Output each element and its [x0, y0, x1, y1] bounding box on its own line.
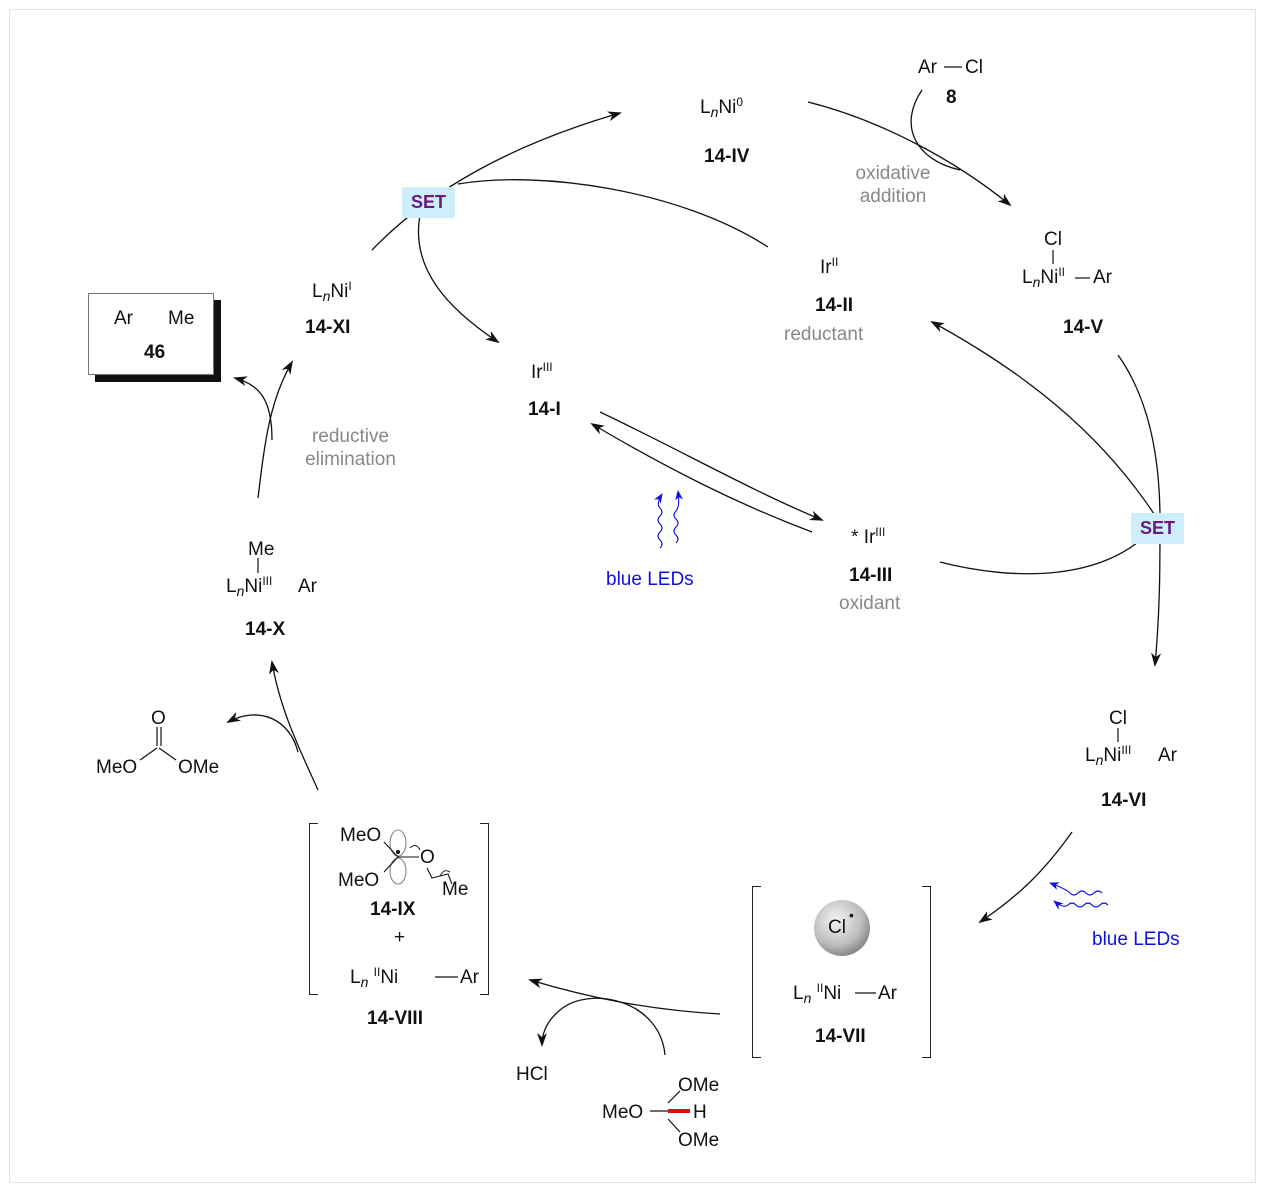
light-label-1: blue LEDs: [606, 569, 694, 590]
bond-carbonate-right: [158, 747, 177, 761]
light-label-2: blue LEDs: [1092, 929, 1180, 950]
bracket-left-vii: [752, 886, 761, 1058]
arrow-arcl-in: [910, 89, 961, 171]
chlorine-radical-sphere: [814, 900, 870, 956]
id-14-I: 14-I: [528, 399, 561, 420]
light-wave-2: [673, 490, 684, 544]
id-14-VI: 14-VI: [1101, 790, 1147, 811]
arrow-radical-to-niII: [528, 978, 721, 1015]
species-niIII-cl: LnNiIII: [1085, 743, 1132, 768]
carbonate-ome: OMe: [178, 757, 220, 778]
bond-c-meo2: [383, 856, 399, 873]
species-niII-ar: Ln IINi: [350, 965, 399, 990]
id-8: 8: [946, 87, 957, 108]
hat-arrow-1: [409, 845, 421, 851]
ix-o: O: [420, 847, 435, 868]
species-vii: Ln IINi: [793, 981, 842, 1006]
light-wave-1: [653, 493, 663, 549]
carbonate-o: O: [151, 708, 166, 729]
orthoformate-meo: MeO: [602, 1102, 644, 1123]
role-reductant: reductant: [784, 324, 864, 345]
species-irII: IrII: [820, 255, 839, 278]
vii-ar: Ar: [878, 983, 897, 1004]
hat-arrow-2: [439, 870, 451, 877]
radical-dot: [396, 850, 400, 854]
species-irIII: IrIII: [531, 360, 553, 383]
viii-ar: Ar: [460, 967, 479, 988]
chlorine-radical-label: Cl: [828, 917, 846, 938]
arrow-irIIIstar-set: [939, 519, 1161, 575]
bond-carbonate-left: [139, 747, 158, 761]
orthoformate-ome-bottom: OMe: [678, 1130, 720, 1151]
orthoformate-ome-top: OMe: [678, 1075, 720, 1096]
species-x-me: Me: [248, 539, 275, 560]
arrow-niIIIme-to-niI: [257, 360, 294, 499]
bracket-right-ix: [480, 823, 489, 995]
set-label-left: SET: [402, 187, 456, 218]
figure-frame: [9, 9, 1256, 1183]
product-box: [88, 293, 214, 375]
product-ar: Ar: [114, 308, 133, 329]
id-14-II: 14-II: [815, 295, 854, 316]
arrow-ni0-to-niII: [807, 101, 1012, 207]
arrow-niI-to-ni0: [371, 111, 622, 251]
p-orbital-bottom: [389, 857, 407, 885]
species-irIII-star: * IrIII: [851, 525, 886, 548]
arrow-set-to-irII: [930, 321, 1159, 521]
species-niI: LnNiI: [312, 279, 352, 304]
arrow-niIII-to-radical: [978, 831, 1073, 924]
bracket-left-ix: [309, 823, 318, 995]
role-oxidant: oxidant: [839, 593, 901, 614]
bond-of-bottom: [667, 1118, 681, 1133]
arrow-niII-to-niIIIme: [269, 660, 319, 791]
set-label-right: SET: [1131, 513, 1185, 544]
species-ni0: LnNi0: [700, 95, 744, 120]
reagent-ar: Ar: [918, 57, 937, 78]
plus-sign: +: [394, 927, 406, 948]
light-wave-3: [1053, 900, 1109, 910]
species-niIII-me: LnNiIII: [226, 574, 273, 599]
id-14-III: 14-III: [849, 565, 893, 586]
species-vi-cl: Cl: [1109, 708, 1127, 729]
step-reductive-elimination: reductive elimination: [305, 426, 396, 470]
bond-c-meo1: [383, 841, 399, 858]
product-me: Me: [168, 308, 195, 329]
arrow-carbonate-out: [226, 711, 299, 753]
id-14-X: 14-X: [245, 619, 286, 640]
id-14-V: 14-V: [1063, 317, 1104, 338]
arrow-irII-set: [457, 179, 769, 248]
id-14-IV: 14-IV: [704, 146, 750, 167]
id-46: 46: [144, 342, 166, 363]
ix-me: Me: [442, 879, 469, 900]
bracket-right-vii: [922, 886, 931, 1058]
ix-meo1: MeO: [340, 825, 382, 846]
arrow-product-out: [233, 376, 273, 441]
p-orbital-top: [389, 829, 407, 857]
id-14-VIII: 14-VIII: [367, 1008, 423, 1029]
species-v-cl: Cl: [1044, 229, 1062, 250]
carbonate-meo: MeO: [96, 757, 138, 778]
arrow-niII-to-niIII: [1117, 354, 1162, 667]
bond-of-top: [667, 1090, 681, 1104]
id-14-IX: 14-IX: [370, 899, 416, 920]
arrow-star-to-irIII: [590, 422, 813, 533]
species-vi-ar: Ar: [1158, 745, 1177, 766]
radical-dot-cl: •: [849, 907, 854, 923]
species-niII-cl: LnNiII: [1022, 265, 1065, 290]
species-x-ar: Ar: [298, 576, 317, 597]
reagent-cl: Cl: [965, 57, 983, 78]
hcl-label: HCl: [516, 1064, 548, 1085]
orthoformate-h: H: [693, 1102, 707, 1123]
id-14-VII: 14-VII: [815, 1026, 866, 1047]
light-wave-4: [1049, 882, 1103, 896]
step-oxidative-addition: oxidative addition: [855, 163, 931, 207]
ix-meo2: MeO: [338, 870, 380, 891]
arrow-set-to-irIII: [417, 214, 500, 344]
arrow-irIII-to-star: [599, 411, 824, 521]
species-v-ar: Ar: [1093, 267, 1112, 288]
id-14-XI: 14-XI: [305, 317, 351, 338]
arrow-orthoformate-in: [537, 997, 666, 1056]
